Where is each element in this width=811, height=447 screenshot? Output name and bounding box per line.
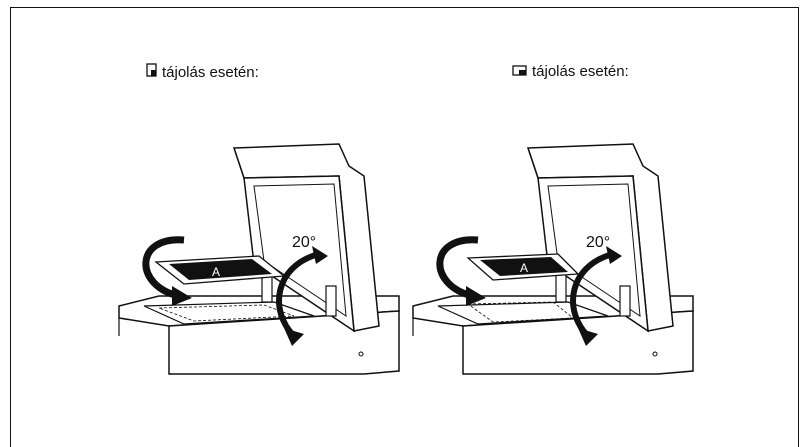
scanner-drawing-right: A bbox=[412, 143, 694, 375]
caption-right-text: tájolás esetén: bbox=[532, 63, 629, 80]
caption-left-text: tájolás esetén: bbox=[162, 63, 259, 81]
angle-label-left: 20° bbox=[292, 234, 317, 251]
page-frame bbox=[10, 7, 799, 447]
caption-left: tájolás esetén: bbox=[146, 63, 259, 81]
svg-text:A: A bbox=[520, 261, 528, 275]
scanner-illustration-left: A 20° bbox=[114, 136, 414, 376]
caption-right: tájolás esetén: bbox=[512, 63, 629, 80]
portrait-orientation-icon bbox=[146, 63, 157, 81]
scanner-drawing-left: A bbox=[118, 143, 400, 375]
angle-label-right: 20° bbox=[586, 234, 611, 251]
scanner-illustration-right: A 20° bbox=[408, 136, 708, 376]
svg-text:A: A bbox=[212, 265, 220, 279]
landscape-orientation-icon bbox=[512, 63, 527, 80]
